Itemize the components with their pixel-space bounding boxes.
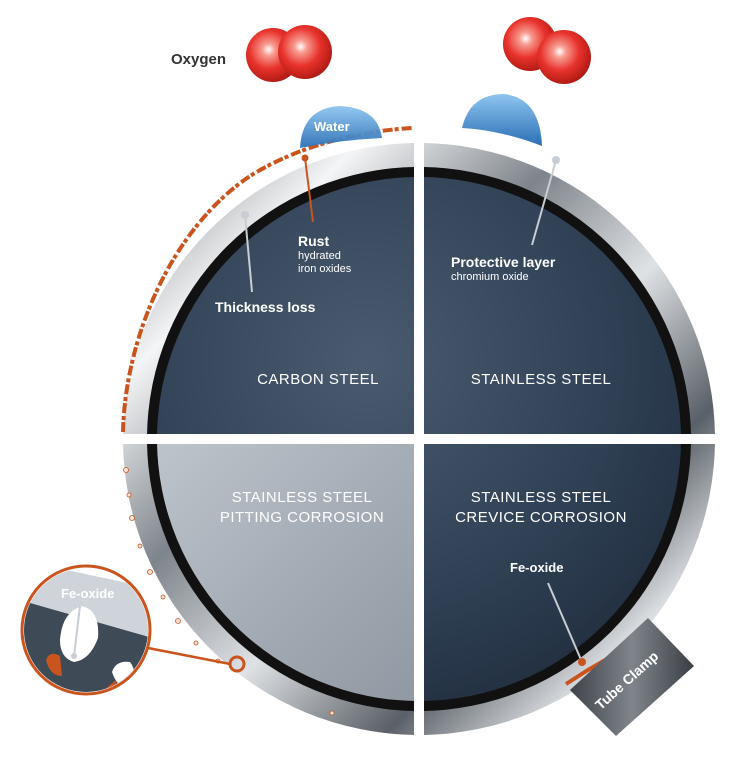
water-label: Water — [314, 119, 350, 134]
quadrant-carbon-steel — [123, 143, 414, 434]
fe-oxide-inset-label: Fe-oxide — [61, 586, 114, 601]
protective-layer-sublabel: chromium oxide — [451, 271, 529, 283]
inset-connector — [147, 646, 231, 666]
fe-oxide-crevice-pointer — [547, 582, 586, 666]
water-droplet-left — [300, 106, 382, 148]
rust-sublabel-2: iron oxides — [298, 263, 352, 275]
pitting-title-line1: STAINLESS STEEL — [232, 489, 373, 506]
oxygen-molecule-left — [246, 25, 332, 82]
protective-layer-pointer — [531, 156, 560, 246]
fe-oxide-crevice-label: Fe-oxide — [510, 560, 563, 575]
rust-pointer — [301, 154, 314, 223]
thickness-loss-pointer — [241, 211, 253, 293]
oxygen-label: Oxygen — [171, 51, 226, 68]
rust-sublabel-1: hydrated — [298, 250, 341, 262]
rust-label: Rust — [298, 233, 329, 249]
tube-clamp — [570, 618, 694, 736]
quadrant-stainless-steel — [424, 143, 715, 434]
pitting-spots — [123, 467, 335, 716]
pitting-title-line2: PITTING CORROSION — [220, 509, 384, 526]
carbon-steel-title: CARBON STEEL — [257, 371, 379, 388]
quadrant-crevice-corrosion — [424, 444, 715, 735]
water-droplet-right — [462, 94, 542, 146]
protective-layer-label: Protective layer — [451, 254, 556, 270]
oxygen-molecule-right — [503, 17, 591, 84]
thickness-loss-label: Thickness loss — [215, 299, 316, 315]
crevice-title-line2: CREVICE CORROSION — [455, 509, 627, 526]
stainless-steel-title: STAINLESS STEEL — [471, 371, 612, 388]
fe-oxide-inset — [20, 564, 152, 696]
quadrant-pitting-corrosion — [123, 444, 414, 735]
crevice-title-line1: STAINLESS STEEL — [471, 489, 612, 506]
